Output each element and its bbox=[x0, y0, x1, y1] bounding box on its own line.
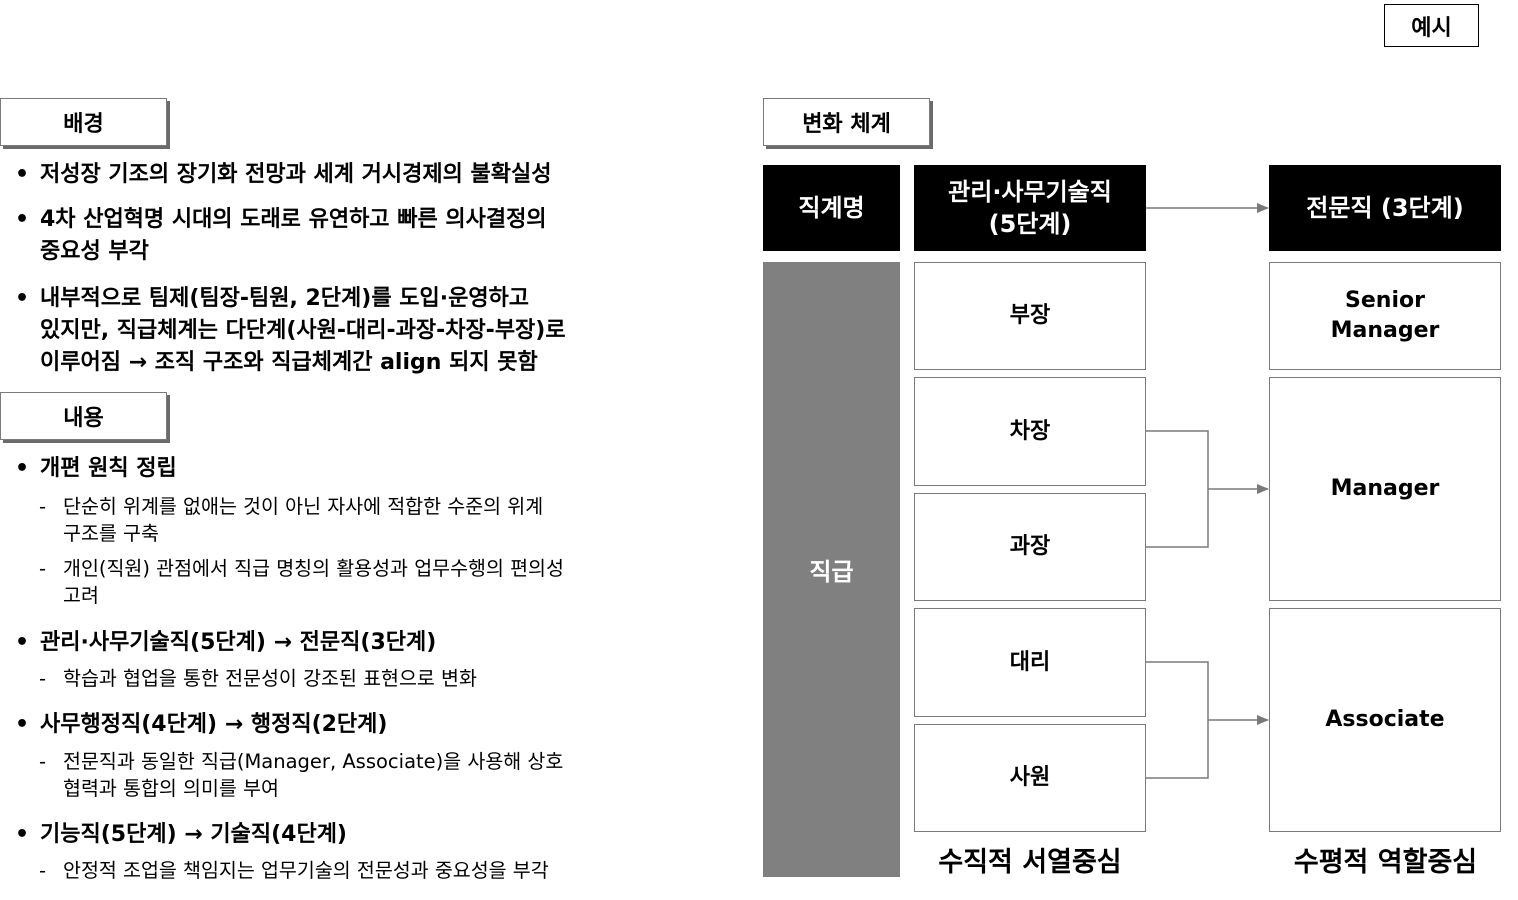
dash-icon: - bbox=[39, 667, 47, 690]
content-section-header: 내용 bbox=[0, 392, 167, 440]
content-item-4-title: 기능직(5단계) → 기술직(4단계) bbox=[40, 822, 347, 847]
new-level-line: Manager bbox=[1330, 476, 1440, 501]
sub-line: 단순히 위계를 없애는 것이 아닌 자사에 적합한 수준의 위계 bbox=[63, 495, 544, 518]
old-level-sawon: 사원 bbox=[914, 724, 1146, 832]
sub-line: 전문직과 동일한 직급(Manager, Associate)을 사용해 상호 bbox=[63, 750, 564, 773]
content-item-1: • 개편 원칙 정립 bbox=[15, 453, 720, 485]
sub-line: 안정적 조업을 책임지는 업무기술의 전문성과 중요성을 부각 bbox=[63, 859, 549, 882]
bullet-dot-icon: • bbox=[15, 286, 30, 311]
diagram-section-header: 변화 체계 bbox=[763, 98, 930, 146]
content-item-1-sub-2: - 개인(직원) 관점에서 직급 명칭의 활용성과 업무수행의 편의성 고려 bbox=[39, 555, 723, 609]
caption-vertical-hierarchy: 수직적 서열중심 bbox=[938, 847, 1122, 878]
background-section-header: 배경 bbox=[0, 98, 167, 146]
new-level-manager: Manager bbox=[1269, 377, 1501, 601]
dash-icon: - bbox=[39, 495, 47, 518]
old-level-chajang: 차장 bbox=[914, 377, 1146, 486]
new-level-line: Associate bbox=[1325, 707, 1445, 732]
content-item-2-title: 관리·사무기술직(5단계) → 전문직(3단계) bbox=[40, 630, 437, 655]
dash-icon: - bbox=[39, 859, 47, 882]
content-item-3: • 사무행정직(4단계) → 행정직(2단계) bbox=[15, 709, 720, 741]
old-level-bujang: 부장 bbox=[914, 262, 1146, 370]
sub-line: 학습과 협업을 통한 전문성이 강조된 표현으로 변화 bbox=[63, 667, 477, 690]
new-level-line: Manager bbox=[1330, 318, 1440, 343]
bullet-dot-icon: • bbox=[15, 207, 30, 232]
content-item-4-sub-1: - 안정적 조업을 책임지는 업무기술의 전문성과 중요성을 부각 bbox=[39, 857, 723, 884]
background-bullet-2-line-2: 중요성 부각 bbox=[40, 239, 149, 264]
background-bullet-3: • 내부적으로 팀제(팀장-팀원, 2단계)를 도입·운영하고 있지만, 직급체… bbox=[15, 283, 720, 379]
bullet-dot-icon: • bbox=[15, 456, 30, 481]
col-title-header: 직계명 bbox=[763, 165, 900, 251]
dash-icon: - bbox=[39, 557, 47, 580]
old-level-gwajang: 과장 bbox=[914, 493, 1146, 601]
bracket-manager bbox=[1145, 430, 1209, 548]
bullet-dot-icon: • bbox=[15, 822, 30, 847]
caption-horizontal-role: 수평적 역할중심 bbox=[1293, 847, 1478, 878]
old-level-daeri: 대리 bbox=[914, 608, 1146, 717]
new-level-senior-manager: Senior Manager bbox=[1269, 262, 1501, 370]
bracket-associate bbox=[1145, 661, 1209, 779]
bullet-dot-icon: • bbox=[15, 162, 30, 187]
sub-line: 고려 bbox=[63, 584, 99, 607]
bullet-dot-icon: • bbox=[15, 712, 30, 737]
content-item-3-sub-1: - 전문직과 동일한 직급(Manager, Associate)을 사용해 상… bbox=[39, 748, 723, 802]
background-bullet-2-line-1: 4차 산업혁명 시대의 도래로 유연하고 빠른 의사결정의 bbox=[40, 207, 547, 232]
content-item-4: • 기능직(5단계) → 기술직(4단계) bbox=[15, 819, 720, 851]
background-bullet-3-line-1: 내부적으로 팀제(팀장-팀원, 2단계)를 도입·운영하고 bbox=[40, 286, 530, 311]
example-badge: 예시 bbox=[1384, 4, 1479, 47]
content-item-1-title: 개편 원칙 정립 bbox=[40, 456, 177, 481]
sub-line: 개인(직원) 관점에서 직급 명칭의 활용성과 업무수행의 편의성 bbox=[63, 557, 564, 580]
content-item-2-sub-1: - 학습과 협업을 통한 전문성이 강조된 표현으로 변화 bbox=[39, 665, 723, 692]
new-level-line: Senior bbox=[1345, 288, 1425, 313]
new-level-associate: Associate bbox=[1269, 608, 1501, 832]
background-bullet-3-line-3: 이루어짐 → 조직 구조와 직급체계간 align 되지 못함 bbox=[40, 350, 538, 375]
background-bullet-2: • 4차 산업혁명 시대의 도래로 유연하고 빠른 의사결정의 중요성 부각 bbox=[15, 204, 720, 268]
content-item-3-title: 사무행정직(4단계) → 행정직(2단계) bbox=[40, 712, 388, 737]
content-item-2: • 관리·사무기술직(5단계) → 전문직(3단계) bbox=[15, 627, 720, 659]
background-bullet-3-line-2: 있지만, 직급체계는 다단계(사원-대리-과장-차장-부장)로 bbox=[40, 318, 566, 343]
background-bullet-1: • 저성장 기조의 장기화 전망과 세계 거시경제의 불확실성 bbox=[15, 159, 720, 191]
dash-icon: - bbox=[39, 750, 47, 773]
sub-line: 구조를 구축 bbox=[63, 522, 159, 545]
background-bullet-1-line-1: 저성장 기조의 장기화 전망과 세계 거시경제의 불확실성 bbox=[40, 162, 552, 187]
old-system-header: 관리·사무기술직 (5단계) bbox=[914, 165, 1146, 251]
old-header-line-1: 관리·사무기술직 bbox=[948, 178, 1112, 206]
content-item-1-sub-1: - 단순히 위계를 없애는 것이 아닌 자사에 적합한 수준의 위계 구조를 구… bbox=[39, 493, 723, 547]
sub-line: 협력과 통합의 의미를 부여 bbox=[63, 777, 279, 800]
new-system-header: 전문직 (3단계) bbox=[1269, 165, 1501, 251]
rank-label-column: 직급 bbox=[763, 262, 900, 877]
old-header-line-2: (5단계) bbox=[988, 210, 1072, 238]
bullet-dot-icon: • bbox=[15, 630, 30, 655]
